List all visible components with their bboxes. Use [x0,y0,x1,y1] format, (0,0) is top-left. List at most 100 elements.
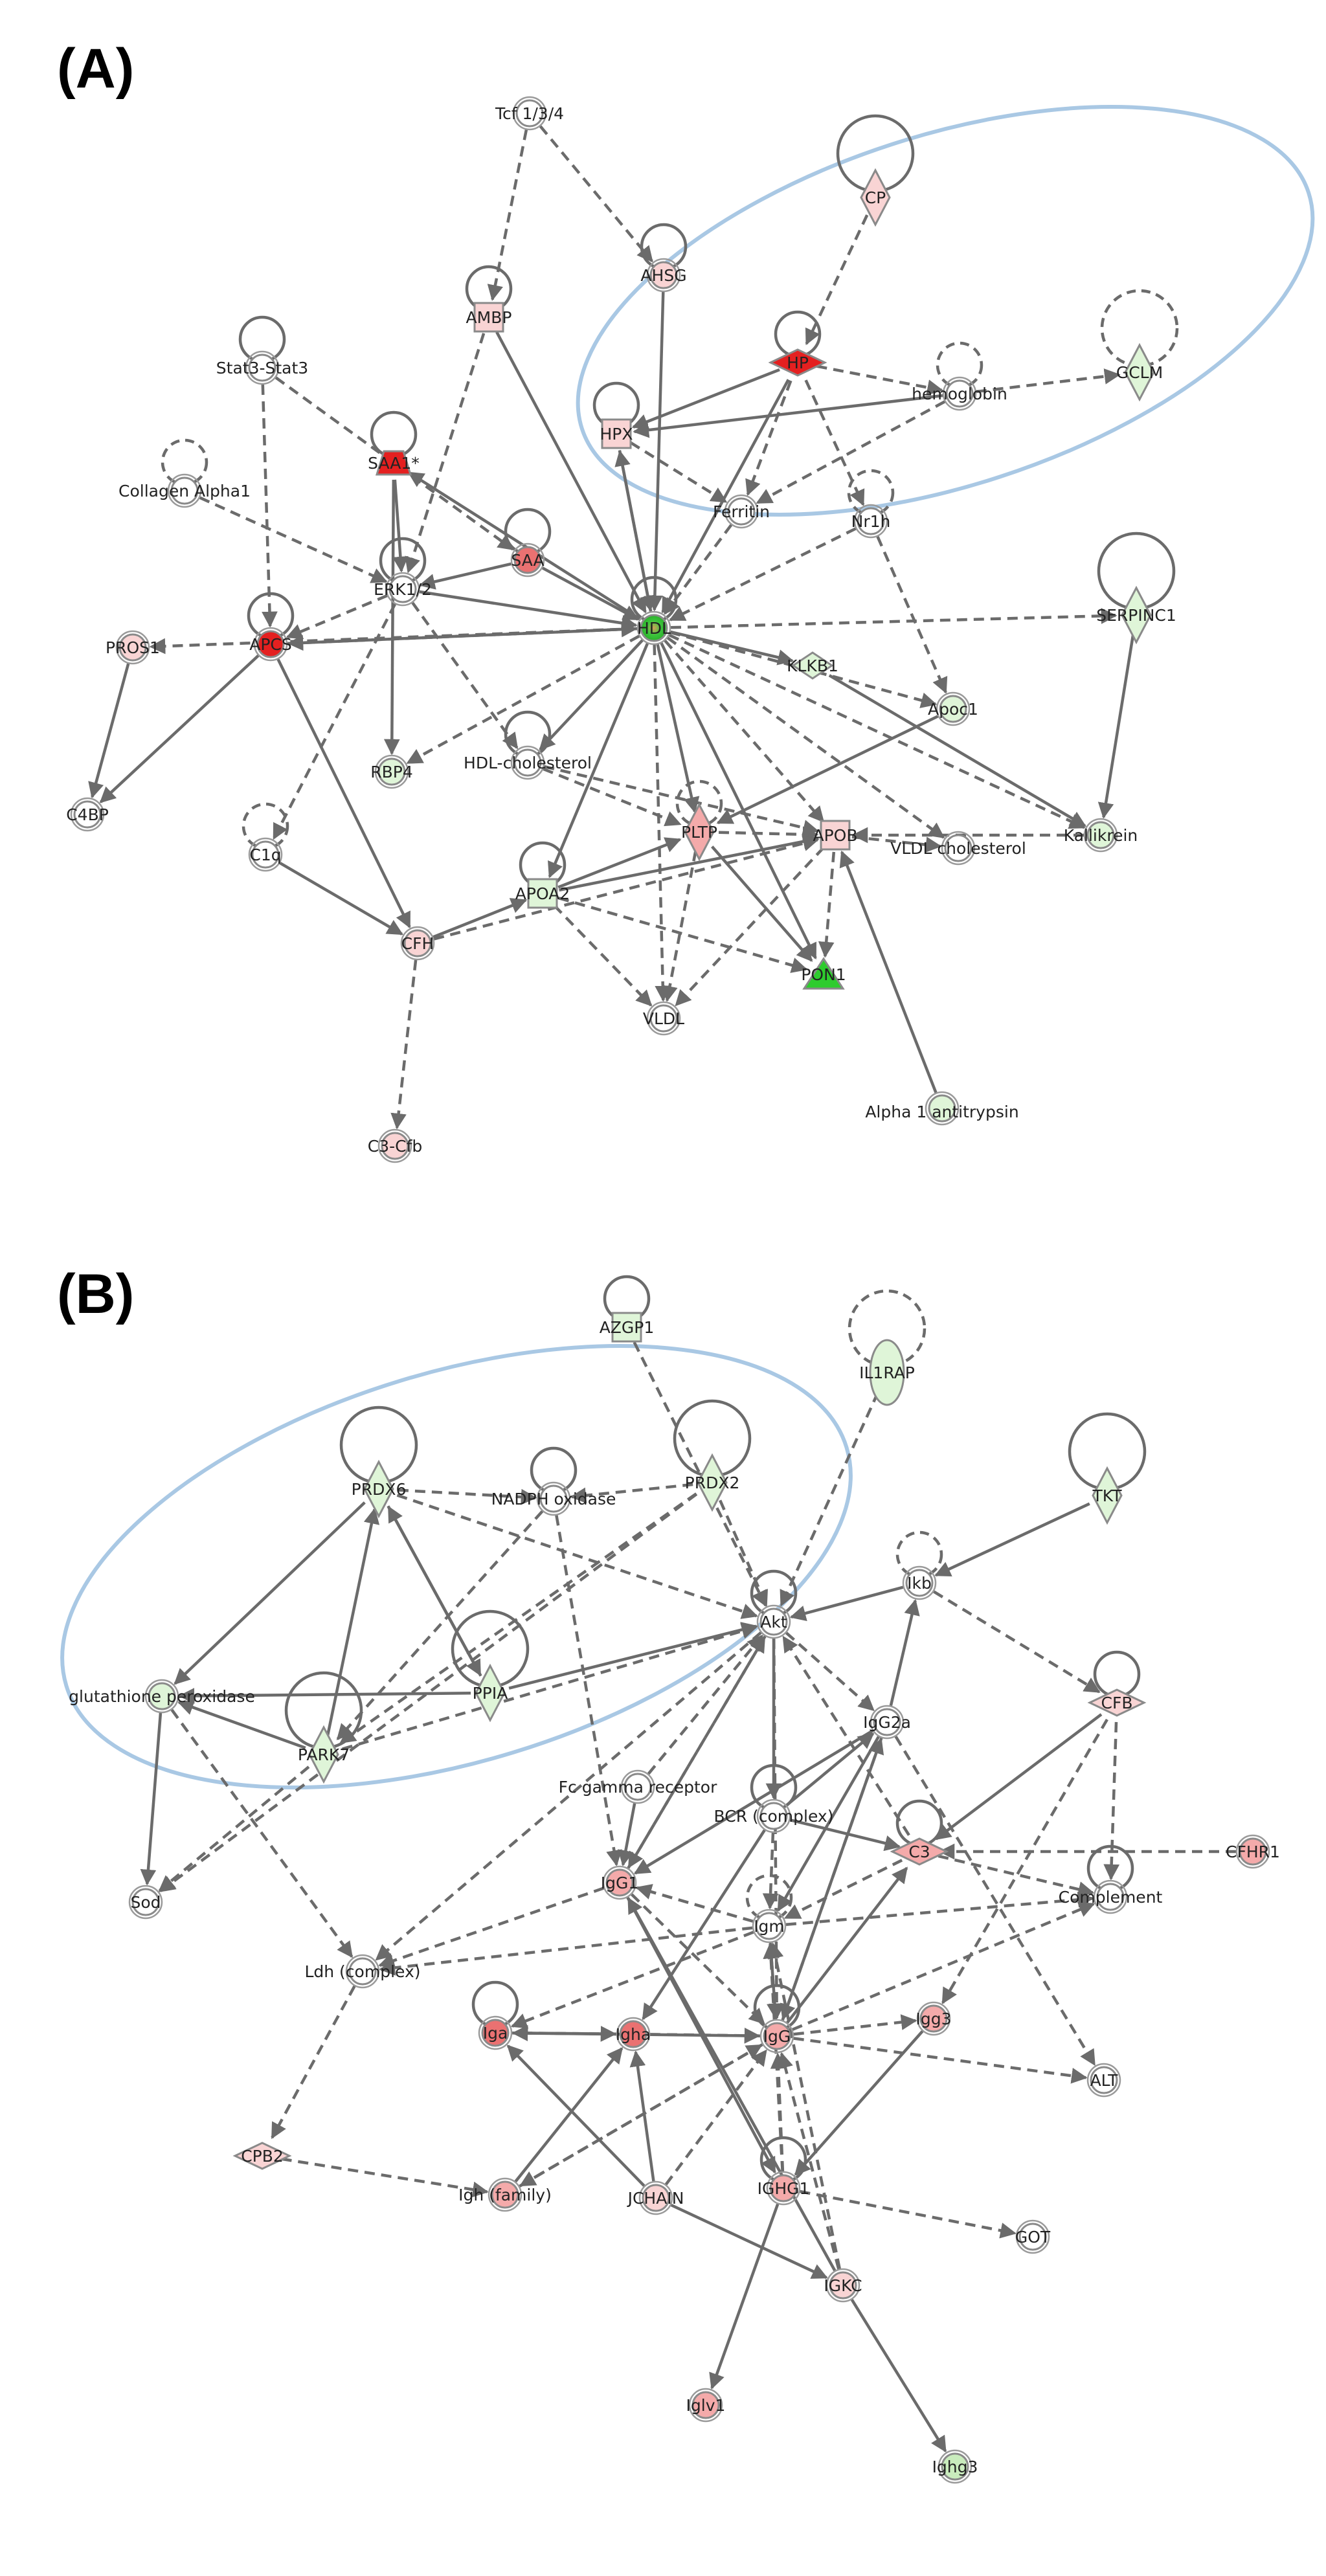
edge-apoa2-pon1 [558,897,808,973]
edge-jchain-igkc [670,2203,828,2279]
node-label-igm: Igm [754,1917,785,1936]
igkc-shape [829,2271,857,2300]
alpha1-shape [928,1094,956,1123]
node-label-pros1: PROS1 [106,638,160,657]
node-bcr: BCR (complex) [714,1798,833,1833]
edge-cfb-complement [1103,1721,1120,1881]
node-tkt: TKT [1092,1466,1123,1525]
edge-hp-nr1h [804,379,865,506]
edge-fcgamma-akt [647,1634,763,1775]
edge-hdl-hdlchol [539,639,644,751]
node-hdl: HDL [636,610,671,645]
node-label-iga: Iga [483,2024,508,2043]
hemoglobin-shape [945,379,974,408]
edge-erk12-hdl [419,590,638,631]
edge-pltp-vldl [662,851,697,1002]
prdx6-shape [363,1459,394,1519]
igg3-shape [919,2004,948,2033]
node-label-cfh: CFH [401,934,434,953]
edge-park7-glutperox [177,1699,306,1749]
azgp1-shape [611,1312,642,1343]
node-label-hdl: HDL [637,619,671,638]
node-label-cpb2: CPB2 [241,2147,284,2166]
hpx-shape [601,418,632,449]
node-rbp4: RBP4 [370,754,413,789]
edge-igm-igg1 [635,1884,754,1923]
edge-apcs-c4bp [99,655,260,803]
node-label-apob: APOB [813,826,857,845]
edge-hp-ferritin [745,380,792,497]
apoa2-shape [527,878,558,909]
node-igha: Igha [616,2017,651,2052]
edge-ikb-akt [789,1585,904,1622]
node-ferritin: Ferritin [713,494,770,529]
pros1-shape [118,633,147,662]
edge-saa-hdl [541,566,640,621]
edge-c3-complement [938,1854,1095,1898]
edge-c1q-cfh [279,862,403,935]
panel-b-highlight-ellipse [60,1344,853,1789]
glutperox-shape [148,1682,176,1710]
ambp-shape [473,302,504,333]
edge-erk12-hdlchol [411,601,519,750]
node-label-fcgamma: Fc gamma receptor [559,1778,717,1797]
node-label-akt: Akt [760,1613,787,1631]
cfb-shape [1087,1688,1147,1717]
edge-cfb-igg3 [941,1718,1108,2004]
edge-hdl-apoa2 [548,643,649,879]
fcgamma-shape [624,1773,652,1801]
edge-igg-complement [792,1901,1096,2032]
node-label-ahsg: AHSG [640,266,686,285]
node-label-saa1: SAA1* [368,454,420,473]
node-label-sod: Sod [130,1893,161,1912]
edge-pros1-c4bp [88,663,130,799]
node-ighg1: IGHG1 [758,2171,809,2206]
ppia-shape [475,1663,506,1723]
node-cfh: CFH [400,926,435,961]
node-apcs: APCS [249,627,292,662]
node-hemoglobin: hemoglobin [912,376,1007,411]
edge-park7-sod [158,1765,310,1892]
edge-ighg1-igm [763,1942,784,2172]
panel-a-highlight-ellipse [576,105,1315,517]
edge-hdl-apob [664,640,825,823]
edge-hemoglobin-gclm [976,368,1121,394]
node-igm: Igm [752,1909,787,1943]
edge-c3-akt [782,1635,910,1836]
node-klkb1: KLKB1 [787,651,838,680]
node-c4bp: C4BP [66,797,109,832]
node-label-c3: C3 [908,1842,930,1861]
edge-hdl-pon1 [660,642,817,960]
node-alt: ALT [1086,2063,1121,2098]
edge-ppia-prdx6 [387,1505,482,1677]
edge-serpinc1-kallikrein [1097,634,1135,819]
node-label-apoc1: Apoc1 [928,700,978,719]
edge-erk12-apcs [286,594,388,640]
edge-ighg1-got [800,2190,1017,2239]
nadph-shape [539,1484,568,1513]
node-label-glutperox: glutathione peroxidase [69,1687,255,1706]
node-il1rap: IL1RAP [859,1339,915,1406]
node-label-ighfam: Igh (family) [458,2186,552,2204]
edge-hdlchol-pltp [543,767,682,827]
edge-collagen-erk12 [199,496,388,583]
node-apob: APOB [813,820,858,851]
edge-prdx6-nadph [398,1488,537,1505]
node-label-c3cfb: C3-Cfb [368,1137,423,1156]
edge-hdl-hpx [614,450,653,612]
ikb-shape [905,1569,934,1597]
edge-bcr-igm [762,1832,779,1910]
edge-nr1h-apoc1 [876,535,948,694]
node-label-igg1: IgG1 [601,1874,639,1892]
edge-igg2a-alt [894,1736,1096,2066]
edge-hdl-vldl [653,644,671,1002]
edge-hdl-rbp4 [406,634,640,765]
panel-b-label: (B) [57,1263,134,1325]
node-saa: SAA [510,543,545,577]
node-alpha1: Alpha 1 antitrypsin [865,1091,1019,1126]
edge-hdl-serpinc1 [670,608,1118,629]
node-igg1: IgG1 [601,1865,639,1900]
edge-nr1h-hdl [668,527,857,622]
hdlchol-shape [513,748,542,777]
node-cpb2: CPB2 [232,2142,292,2170]
